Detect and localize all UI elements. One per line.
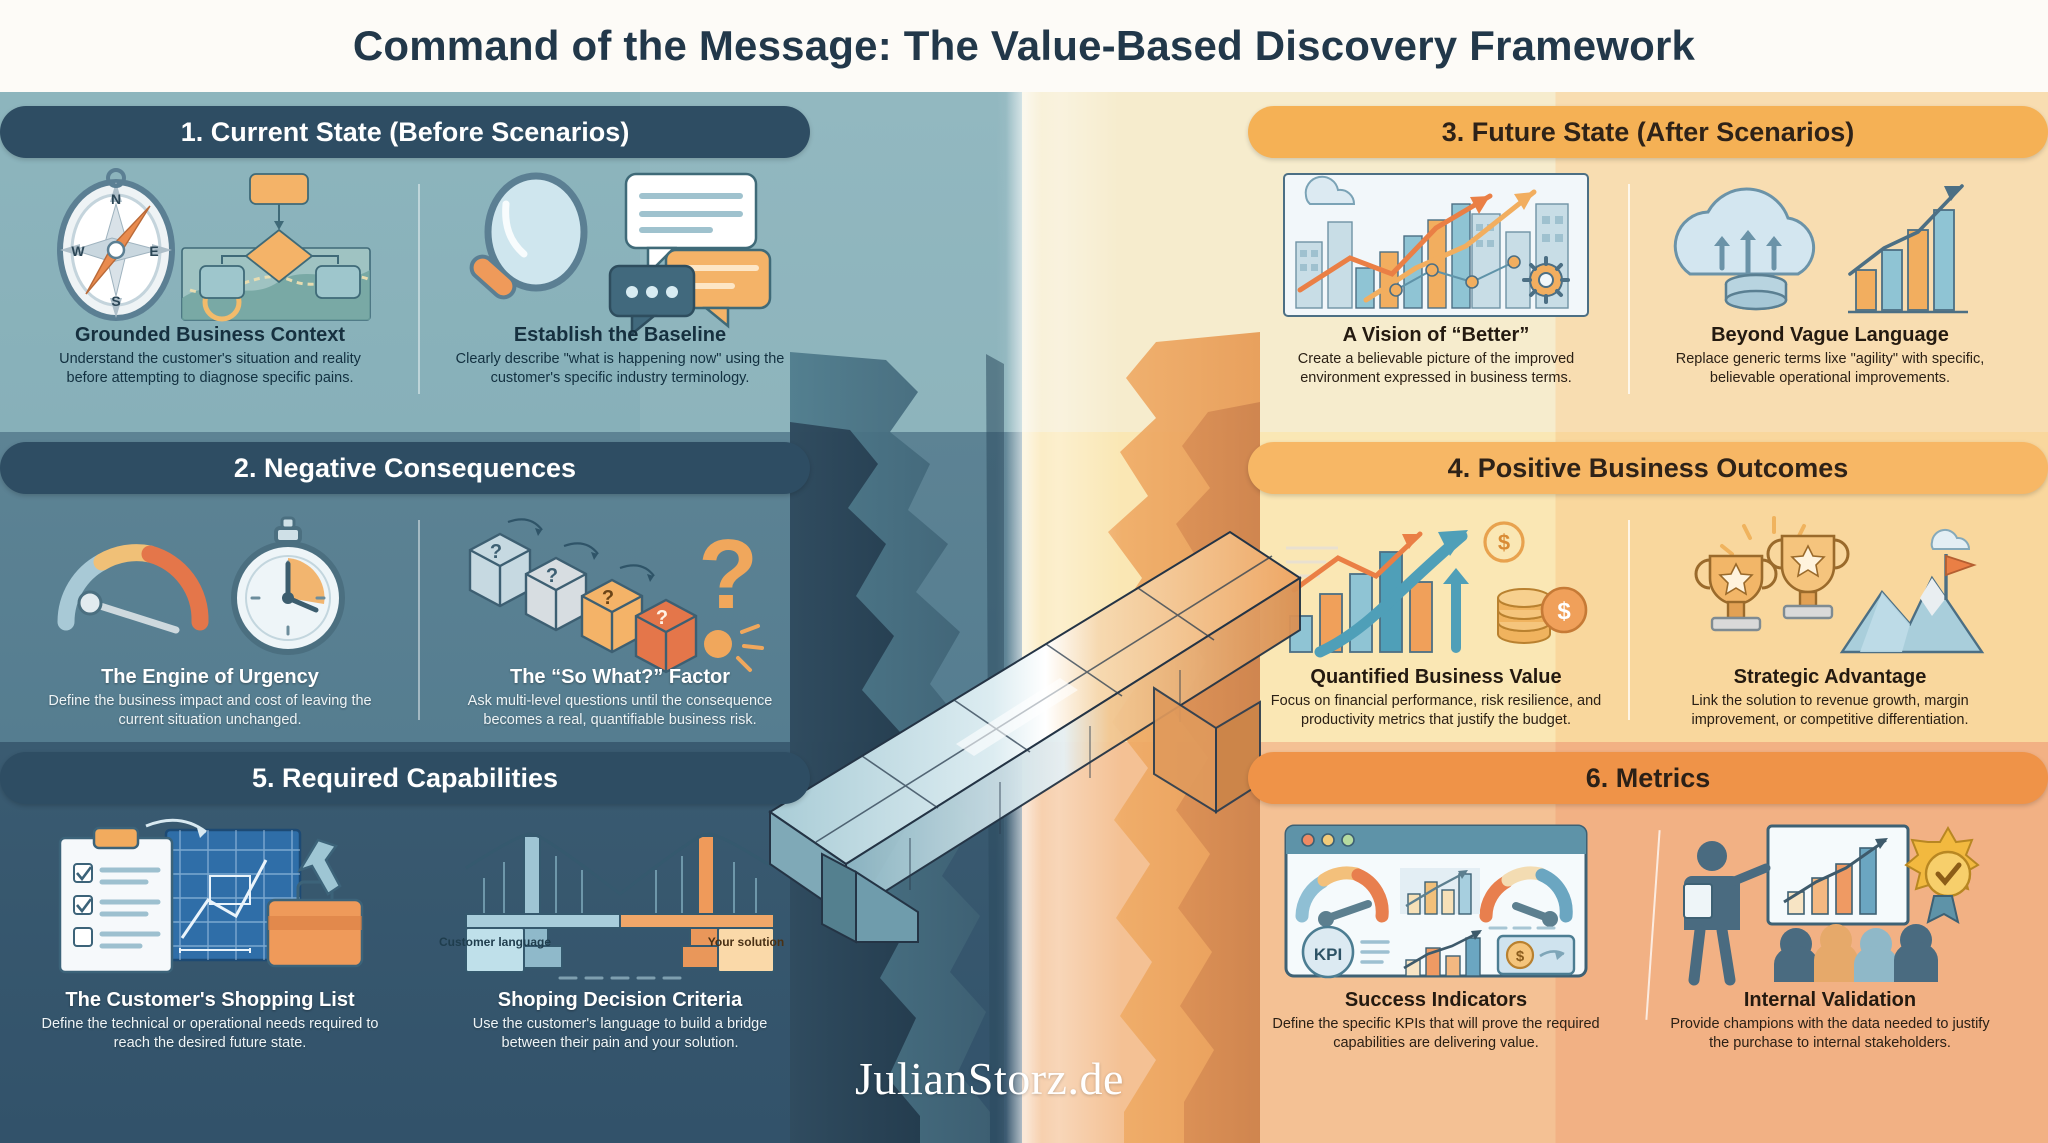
- item-heading: A Vision of “Better”: [1342, 324, 1530, 346]
- svg-text:S: S: [111, 293, 120, 309]
- divider-section4: [1628, 520, 1630, 720]
- section-header-current-state: 1. Current State (Before Scenarios): [0, 106, 810, 158]
- section-header-future-state: 3. Future State (After Scenarios): [1248, 106, 2048, 158]
- item-body: Replace generic terms lixe "agility" wit…: [1675, 351, 1985, 387]
- item-heading: The “So What?” Factor: [510, 666, 730, 688]
- item-body: Understand the customer's situation and …: [59, 351, 361, 387]
- svg-text:$: $: [1557, 598, 1571, 625]
- item-strategic-advantage: Strategic Advantage Link the solution to…: [1660, 512, 2000, 730]
- svg-text:?: ?: [656, 607, 668, 629]
- kpi-label: KPI: [1314, 945, 1342, 964]
- svg-text:N: N: [111, 191, 121, 207]
- title-bar: Command of the Message: The Value-Based …: [0, 0, 2048, 92]
- trophy-podium-flag-icon: [1665, 512, 1995, 662]
- svg-text:?: ?: [546, 565, 558, 587]
- bridge-label-right-line1: Your solution: [708, 935, 784, 949]
- item-internal-validation: Internal Validation Provide champions wi…: [1660, 820, 2000, 1053]
- svg-text:E: E: [149, 243, 158, 259]
- item-body: Define the specific KPIs that will prove…: [1272, 1016, 1600, 1052]
- item-heading: The Engine of Urgency: [101, 666, 319, 688]
- item-body: Focus on financial performance, risk res…: [1270, 693, 1602, 729]
- stone-bridge-illustration: [760, 512, 1302, 944]
- suspension-bridge-icon: Customer language Your solution: [439, 820, 785, 985]
- item-body: Ask multi-level questions until the cons…: [467, 693, 773, 729]
- item-heading: Success Indicators: [1344, 989, 1528, 1011]
- divider-section1: [418, 184, 420, 394]
- item-customers-shopping-list: The Customer's Shopping List Define the …: [40, 818, 380, 1053]
- growth-arrows-coins-icon: $ $: [1271, 512, 1601, 662]
- item-body: Clearly describe "what is happening now"…: [455, 351, 785, 387]
- item-body: Define the business impact and cost of l…: [48, 693, 372, 729]
- divider-section3: [1628, 184, 1630, 394]
- item-heading: Beyond Vague Language: [1711, 324, 1949, 346]
- svg-text:$: $: [1516, 948, 1525, 965]
- item-body: Define the technical or operational need…: [41, 1016, 379, 1052]
- item-heading: Grounded Business Context: [74, 324, 346, 346]
- kpi-dashboard-icon: KPI $: [1271, 820, 1601, 985]
- item-heading: Strategic Advantage: [1733, 666, 1927, 688]
- bridge-label-left-line1: Customer language: [439, 935, 551, 949]
- svg-text:?: ?: [698, 519, 758, 629]
- presenter-audience-badge-icon: [1665, 820, 1995, 986]
- infographic-canvas: 1. Current State (Before Scenarios): [0, 92, 2048, 1143]
- svg-text:$: $: [1498, 530, 1510, 555]
- item-body: Link the solution to revenue growth, mar…: [1691, 693, 1969, 729]
- city-growth-chart-icon: [1271, 170, 1601, 320]
- svg-text:?: ?: [490, 541, 502, 563]
- magnifier-chat-icon: [455, 170, 785, 337]
- item-vision-of-better: A Vision of “Better” Create a believable…: [1266, 170, 1606, 388]
- divider-section2: [418, 520, 420, 720]
- item-shoping-decision-criteria: Customer language Your solution Shoping …: [439, 820, 790, 1053]
- compass-flowchart-icon: N S E W: [45, 168, 375, 322]
- section-header-required-capabilities: 5. Required Capabilities: [0, 752, 810, 804]
- checklist-blueprint-toolbox-icon: [45, 818, 375, 985]
- item-body: Create a believable picture of the impro…: [1297, 351, 1575, 387]
- item-grounded-business-context: N S E W Grounded Business Context Unders…: [40, 168, 380, 388]
- item-establish-the-baseline: Establish the Baseline Clearly describe …: [450, 170, 790, 388]
- item-quantified-business-value: $ $ Quantified Business Value Focus on f…: [1266, 512, 1606, 730]
- falling-blocks-question-icon: ? ? ? ? ?: [455, 512, 785, 674]
- cloud-uplift-bars-icon: [1665, 170, 1995, 320]
- item-heading: Quantified Business Value: [1310, 666, 1562, 688]
- item-so-what-factor: ? ? ? ? ?: [450, 512, 790, 730]
- item-heading: Establish the Baseline: [513, 324, 727, 346]
- section-header-negative-consequences: 2. Negative Consequences: [0, 442, 810, 494]
- item-heading: Shoping Decision Criteria: [497, 989, 743, 1011]
- section-header-positive-outcomes: 4. Positive Business Outcomes: [1248, 442, 2048, 494]
- item-body: Use the customer's language to build a b…: [472, 1016, 768, 1052]
- item-engine-of-urgency: The Engine of Urgency Define the busines…: [40, 512, 380, 730]
- watermark: JulianStorz.de: [855, 1053, 1124, 1104]
- item-beyond-vague-language: Beyond Vague Language Replace generic te…: [1660, 170, 2000, 388]
- item-success-indicators: KPI $: [1266, 820, 1606, 1053]
- svg-text:W: W: [71, 243, 85, 259]
- item-body: Provide champions with the data needed t…: [1670, 1016, 1990, 1052]
- svg-text:?: ?: [602, 587, 614, 609]
- item-heading: Internal Validation: [1743, 989, 1917, 1011]
- page-title: Command of the Message: The Value-Based …: [352, 22, 1696, 69]
- gauge-stopwatch-icon: [45, 512, 375, 662]
- section-header-metrics: 6. Metrics: [1248, 752, 2048, 804]
- item-heading: The Customer's Shopping List: [65, 989, 355, 1011]
